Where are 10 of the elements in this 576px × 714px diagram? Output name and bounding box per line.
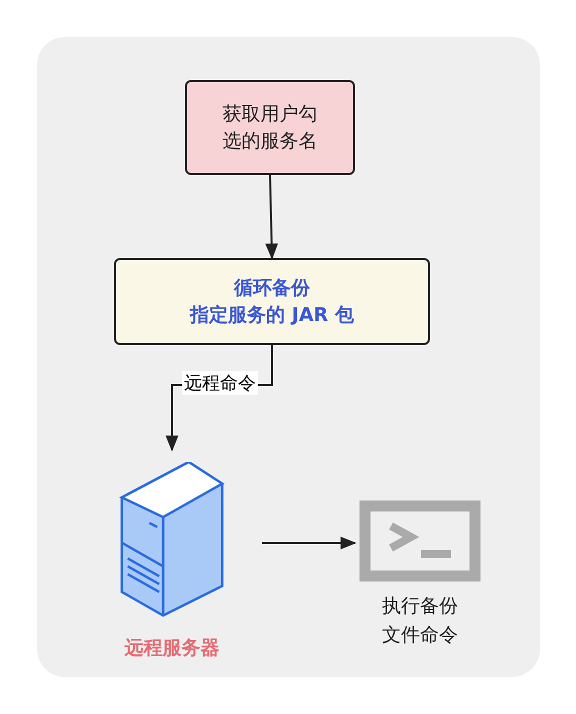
terminal-label: 执行备份文件命令 bbox=[381, 594, 459, 648]
box-text: 指定服务的 JAR 包 bbox=[188, 302, 355, 328]
box-text: 循环备份 bbox=[232, 276, 311, 301]
process-box bbox=[114, 258, 430, 345]
process-box bbox=[185, 80, 355, 175]
edge-label: 远程命令 bbox=[182, 371, 258, 395]
server-label: 远程服务器 bbox=[124, 636, 220, 660]
box-text: 获取用户勾选的服务名 bbox=[222, 102, 318, 154]
arrow bbox=[262, 536, 357, 550]
arrow bbox=[265, 174, 278, 260]
